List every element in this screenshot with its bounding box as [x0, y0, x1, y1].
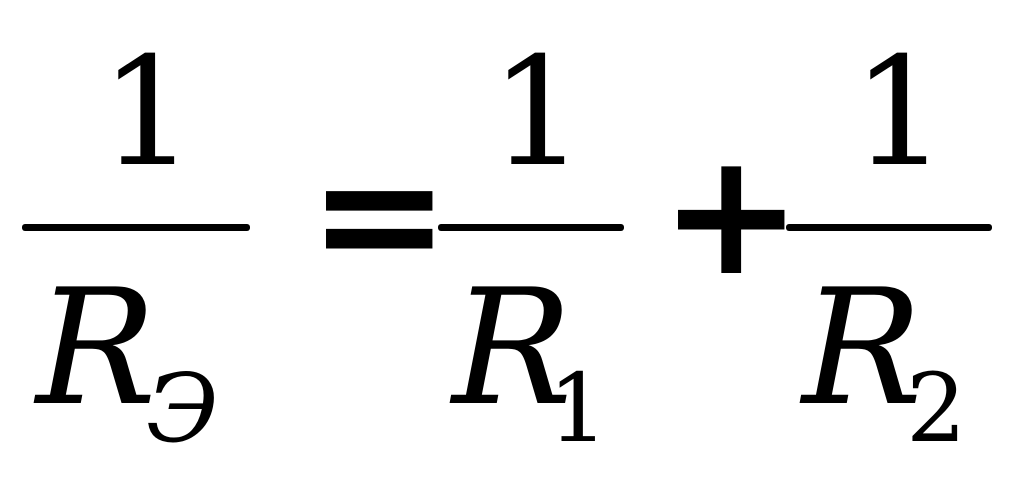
lhs-variable: R: [36, 254, 157, 441]
lhs-subscript: Э: [146, 354, 219, 464]
plus-sign: +: [660, 116, 803, 314]
term1-fraction-bar: [438, 224, 624, 231]
lhs-fraction-bar: [22, 224, 250, 231]
term2-variable: R: [802, 254, 923, 441]
term2-numerator: 1: [852, 26, 948, 200]
term1-numerator: 1: [490, 26, 586, 200]
lhs-numerator: 1: [100, 26, 196, 200]
term1-subscript: 1: [548, 354, 609, 464]
term2-fraction-bar: [786, 224, 992, 231]
term2-subscript: 2: [906, 354, 967, 464]
equals-sign: =: [308, 116, 451, 314]
term1-variable: R: [452, 254, 573, 441]
